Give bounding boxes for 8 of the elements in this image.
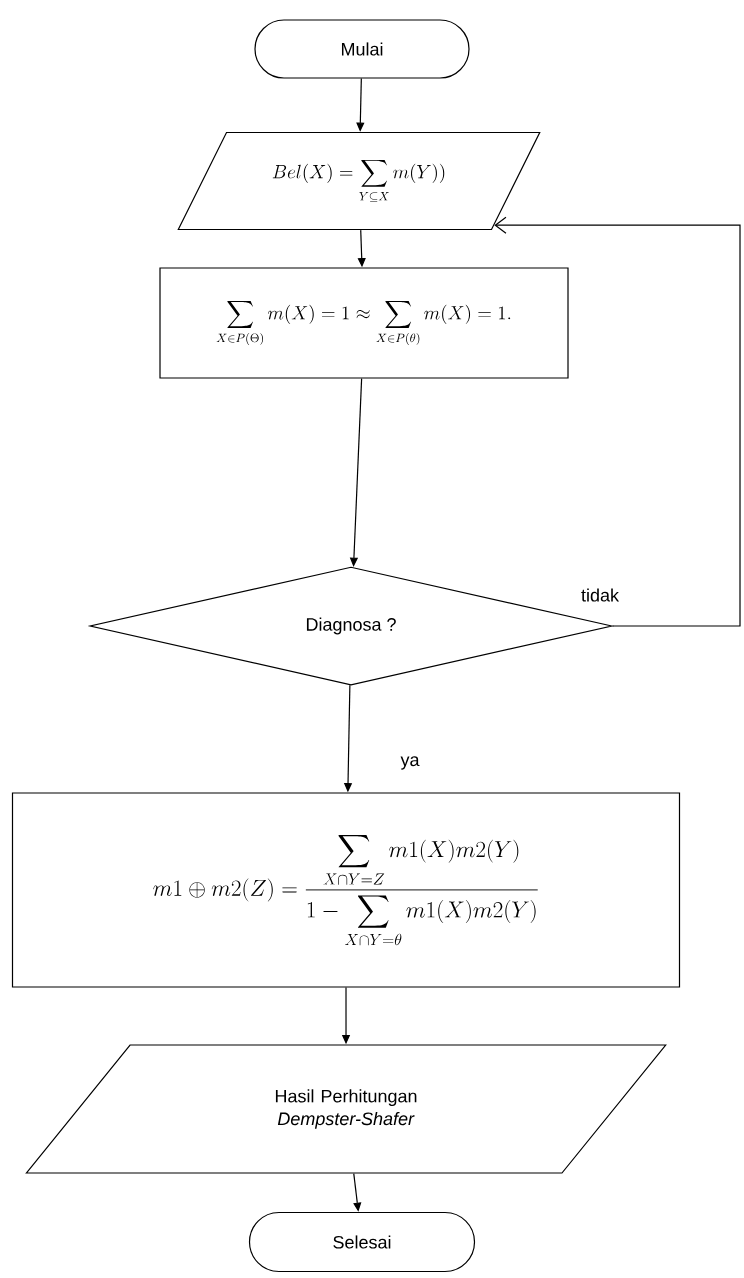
process-box: $m1 \oplus m2(Z) = \frac{\displaystyle\sum_{X \cap Y = Z} m1(X)m2(Y)}{\displaystyle 1 - \sum_{X \cap Y = \theta} m1(X)m2(Y)}$ bbox=[11, 792, 681, 988]
process-box: $\sum_{X \in P(\Theta)} m(X) = 1 \approx \sum_{X \in P(\theta)} m(X) = 1.$ bbox=[159, 267, 569, 379]
start-terminal: Mulai bbox=[254, 19, 470, 79]
edge-label: ya bbox=[400, 756, 420, 770]
output-parallelogram: Hasil Perhitungan Dempster-Shafer bbox=[25, 1044, 667, 1174]
loop-arrow bbox=[494, 216, 741, 627]
end-terminal: Selesai bbox=[248, 1211, 476, 1273]
input-parallelogram: $Bel(X) = \sum_{Y \subseteq X} m(Y))$ bbox=[177, 131, 541, 231]
